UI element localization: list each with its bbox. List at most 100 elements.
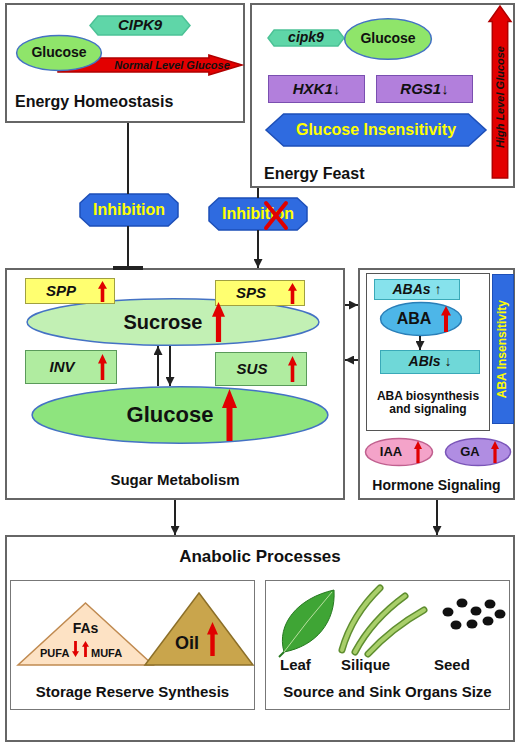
seed: [457, 599, 468, 608]
node-label: cipk9: [288, 30, 324, 46]
status-band: Glucose Insensitivity: [266, 114, 486, 146]
enzyme-box: SUS: [215, 352, 307, 386]
outline-shape: [58, 55, 242, 75]
increase-arrow: [414, 441, 422, 463]
leaf-midrib: [284, 592, 332, 652]
node-heading: FAs: [18, 621, 153, 637]
seed: [471, 607, 482, 616]
seed: [485, 600, 496, 609]
connector: [127, 123, 129, 194]
node-heading: PUFA: [40, 647, 69, 659]
seed: [467, 620, 478, 629]
node-heading: Oil: [175, 633, 199, 653]
outline-shape: [266, 114, 486, 146]
node-label: RGS1↓: [400, 81, 448, 98]
node-heading: Seed: [434, 657, 470, 674]
silique-illustration: [342, 588, 424, 654]
node-label: Inhibition: [222, 205, 294, 223]
panel-box: ABAs ↑ABAABIs ↓ABA biosynthesis and sign…: [358, 268, 515, 500]
gene-box: ABIs ↓: [380, 350, 480, 374]
status-band: ABA Insensitivity: [492, 274, 514, 424]
inhibition-label: Inhibition: [80, 194, 178, 226]
node-label: Glucose: [360, 31, 415, 47]
node-label: Normal Level Glucose: [114, 59, 230, 71]
silique-pod: [368, 610, 424, 654]
increase-arrow: [222, 389, 237, 441]
node-label: ABAs ↑: [392, 282, 441, 298]
group-box: ABAs ↑ABAABIs ↓ABA biosynthesis and sign…: [366, 273, 490, 431]
seed: [443, 608, 454, 617]
panel-box: cipk9GlucoseHigh Level GlucoseHXK1↓RGS1↓…: [250, 3, 515, 188]
node-heading: Sugar Metabolism: [7, 472, 343, 489]
node-label: ABIs ↓: [409, 354, 452, 370]
outline-shape: [268, 30, 344, 46]
cross-stroke: [266, 203, 286, 228]
connector: [345, 359, 358, 361]
gene-box: ABAs ↑: [374, 279, 460, 300]
sugar-ellipse: Glucose: [30, 386, 330, 444]
cross-stroke: [266, 203, 286, 228]
connector: [174, 500, 176, 535]
outline-shape: [80, 194, 178, 226]
silique-pod: [355, 596, 405, 652]
node-label: Glucose Insensitivity: [296, 121, 456, 139]
node-label: SPS: [236, 285, 266, 302]
outline-shape: [145, 593, 253, 665]
silique-pod: [355, 596, 405, 652]
outline-shape: [32, 387, 328, 443]
node-heading: Silique: [341, 657, 390, 674]
connector: [127, 226, 129, 268]
increase-arrow: [288, 356, 297, 382]
node-label: IAA: [380, 445, 402, 460]
outline-shape: [27, 299, 319, 346]
connector: [257, 230, 259, 268]
node-heading: Storage Reserve Synthesis: [11, 684, 254, 701]
panel-box: SPPSPSSucroseINVSUSGlucoseSugar Metaboli…: [5, 268, 345, 500]
connector: [157, 346, 159, 386]
enzyme-box: INV: [25, 350, 117, 384]
gene-hexagon: CIPK9: [90, 16, 190, 35]
red-cross: [266, 203, 286, 228]
outline-shape: [381, 303, 462, 336]
decrease-arrow: [72, 641, 79, 657]
node-label: ABA: [397, 310, 432, 328]
reserve-triangle: FAsPUFAMUFA: [18, 603, 153, 665]
enzyme-box: SPS: [215, 280, 305, 306]
node-label: ABA Insensitivity: [496, 300, 509, 398]
leaf-stem: [279, 652, 284, 657]
enzyme-box: SPP: [25, 278, 115, 304]
outline-shape: [90, 16, 190, 35]
gene-hexagon: cipk9: [268, 30, 344, 46]
increase-arrow: [288, 283, 297, 304]
node-heading: Hormone Signaling: [360, 478, 513, 494]
outline-shape: [365, 438, 432, 465]
gene-box: RGS1↓: [376, 75, 473, 103]
silique-pod: [368, 610, 424, 654]
leaf-blade: [282, 590, 334, 652]
outline-shape: [489, 6, 511, 178]
reserve-triangle: Oil: [145, 593, 253, 665]
node-label: Glucose: [31, 45, 86, 61]
node-label: Inhibition: [93, 201, 165, 219]
connector: [169, 346, 171, 386]
node-label: GA: [460, 445, 480, 460]
inhibition-label: Inhibition: [209, 198, 307, 230]
node-heading: Energy Homeostasis: [15, 93, 173, 111]
connector: [345, 304, 358, 306]
hormone-ellipse: GA: [445, 438, 511, 466]
hormone-ellipse: IAA: [365, 438, 433, 466]
node-label: Glucose: [127, 403, 214, 428]
group-box: FAsPUFAMUFAOilStorage Reserve Synthesis: [10, 580, 255, 710]
node-label: SPP: [46, 283, 76, 300]
outline-shape: [209, 198, 307, 230]
node-heading: Anabolic Processes: [7, 547, 513, 566]
node-label: CIPK9: [118, 17, 162, 34]
glucose-ellipse: Glucose: [344, 18, 432, 60]
outline-shape: [345, 19, 432, 60]
outline-shape: [17, 36, 102, 71]
increase-arrow: [82, 641, 89, 657]
connector: [257, 188, 259, 198]
node-label: HXK1↓: [293, 81, 341, 98]
panel-box: CIPK9GlucoseNormal Level GlucoseEnergy H…: [5, 3, 245, 123]
